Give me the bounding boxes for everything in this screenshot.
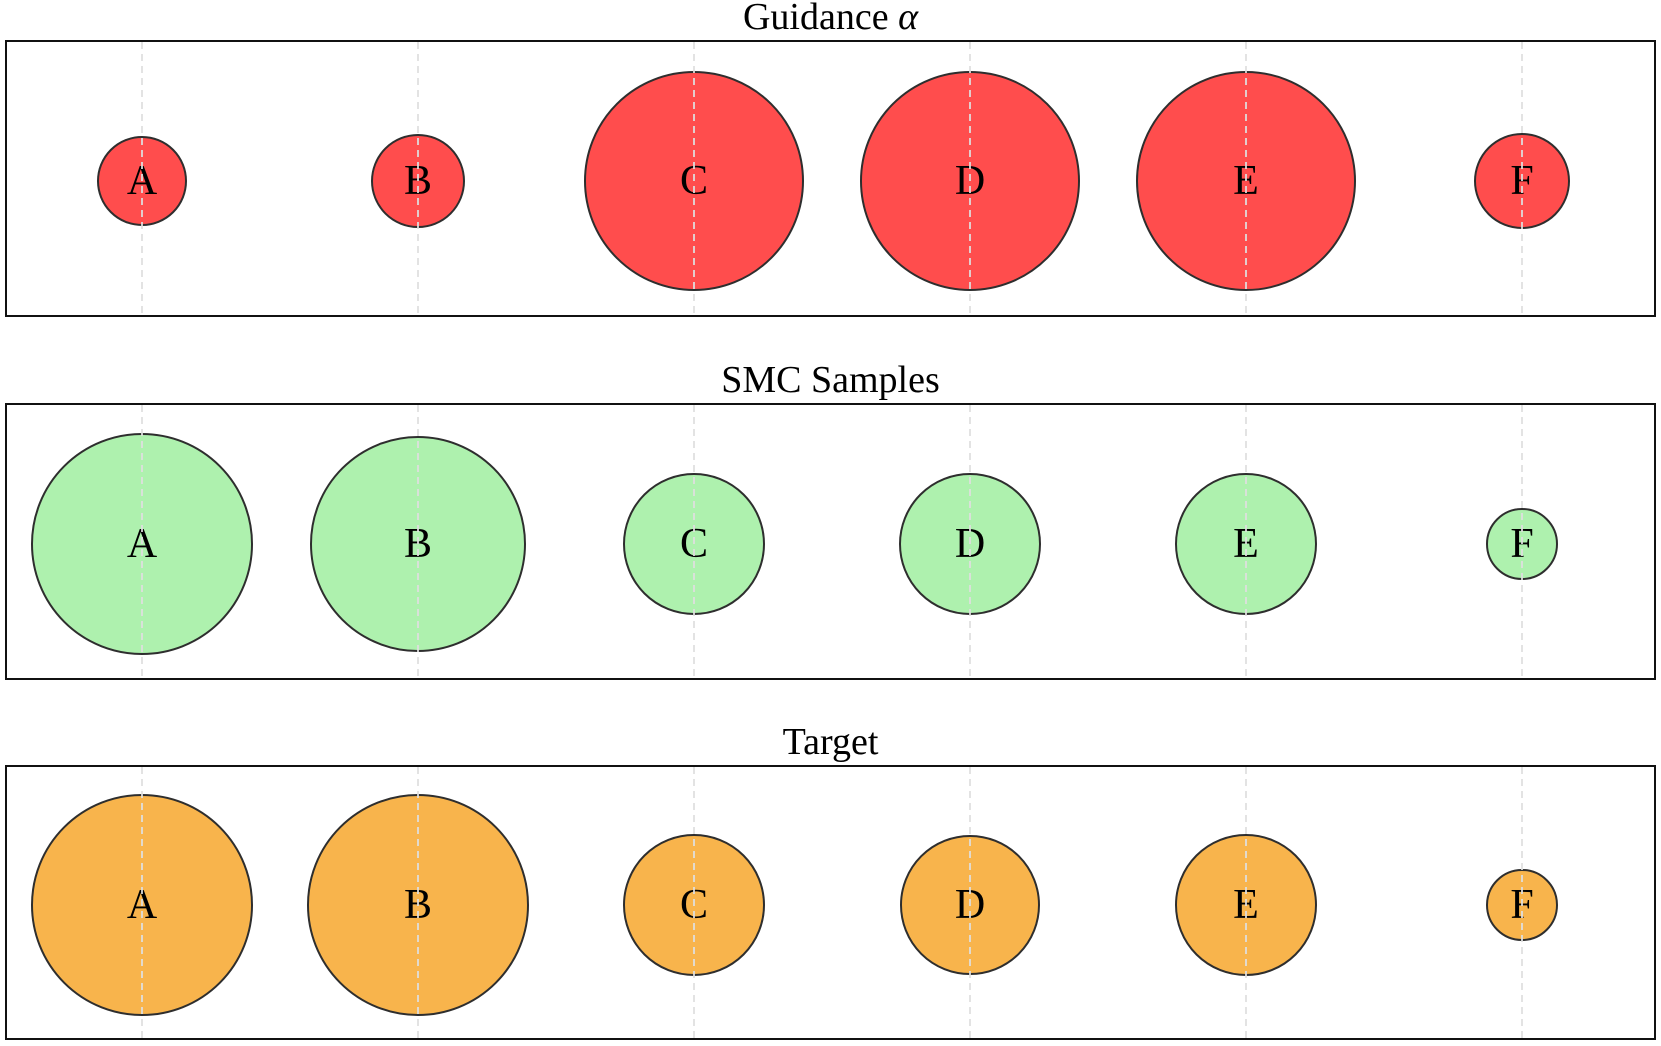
gridline-guidance-alpha-D [969,42,971,315]
panel-title-smc-samples: SMC Samples [0,360,1661,400]
gridline-guidance-alpha-B [417,42,419,315]
gridline-smc-samples-D [969,405,971,678]
title-text: SMC Samples [721,359,940,401]
gridline-target-D [969,767,971,1038]
gridline-target-F [1521,767,1523,1038]
panel-smc-samples: ABCDEF [5,403,1656,680]
gridline-target-C [693,767,695,1038]
title-text: Guidance [742,0,899,38]
gridline-smc-samples-A [141,405,143,678]
gridline-target-A [141,767,143,1038]
gridline-guidance-alpha-E [1245,42,1247,315]
gridline-guidance-alpha-A [141,42,143,315]
gridline-guidance-alpha-F [1521,42,1523,315]
gridline-smc-samples-F [1521,405,1523,678]
gridline-smc-samples-C [693,405,695,678]
title-math-symbol: α [898,0,919,38]
gridline-guidance-alpha-C [693,42,695,315]
gridline-smc-samples-B [417,405,419,678]
panel-title-target: Target [0,722,1661,762]
panel-target: ABCDEF [5,765,1656,1040]
gridline-smc-samples-E [1245,405,1247,678]
panel-guidance-alpha: ABCDEF [5,40,1656,317]
title-text: Target [782,721,879,763]
gridline-target-E [1245,767,1247,1038]
panel-title-guidance-alpha: Guidance α [0,0,1661,37]
gridline-target-B [417,767,419,1038]
